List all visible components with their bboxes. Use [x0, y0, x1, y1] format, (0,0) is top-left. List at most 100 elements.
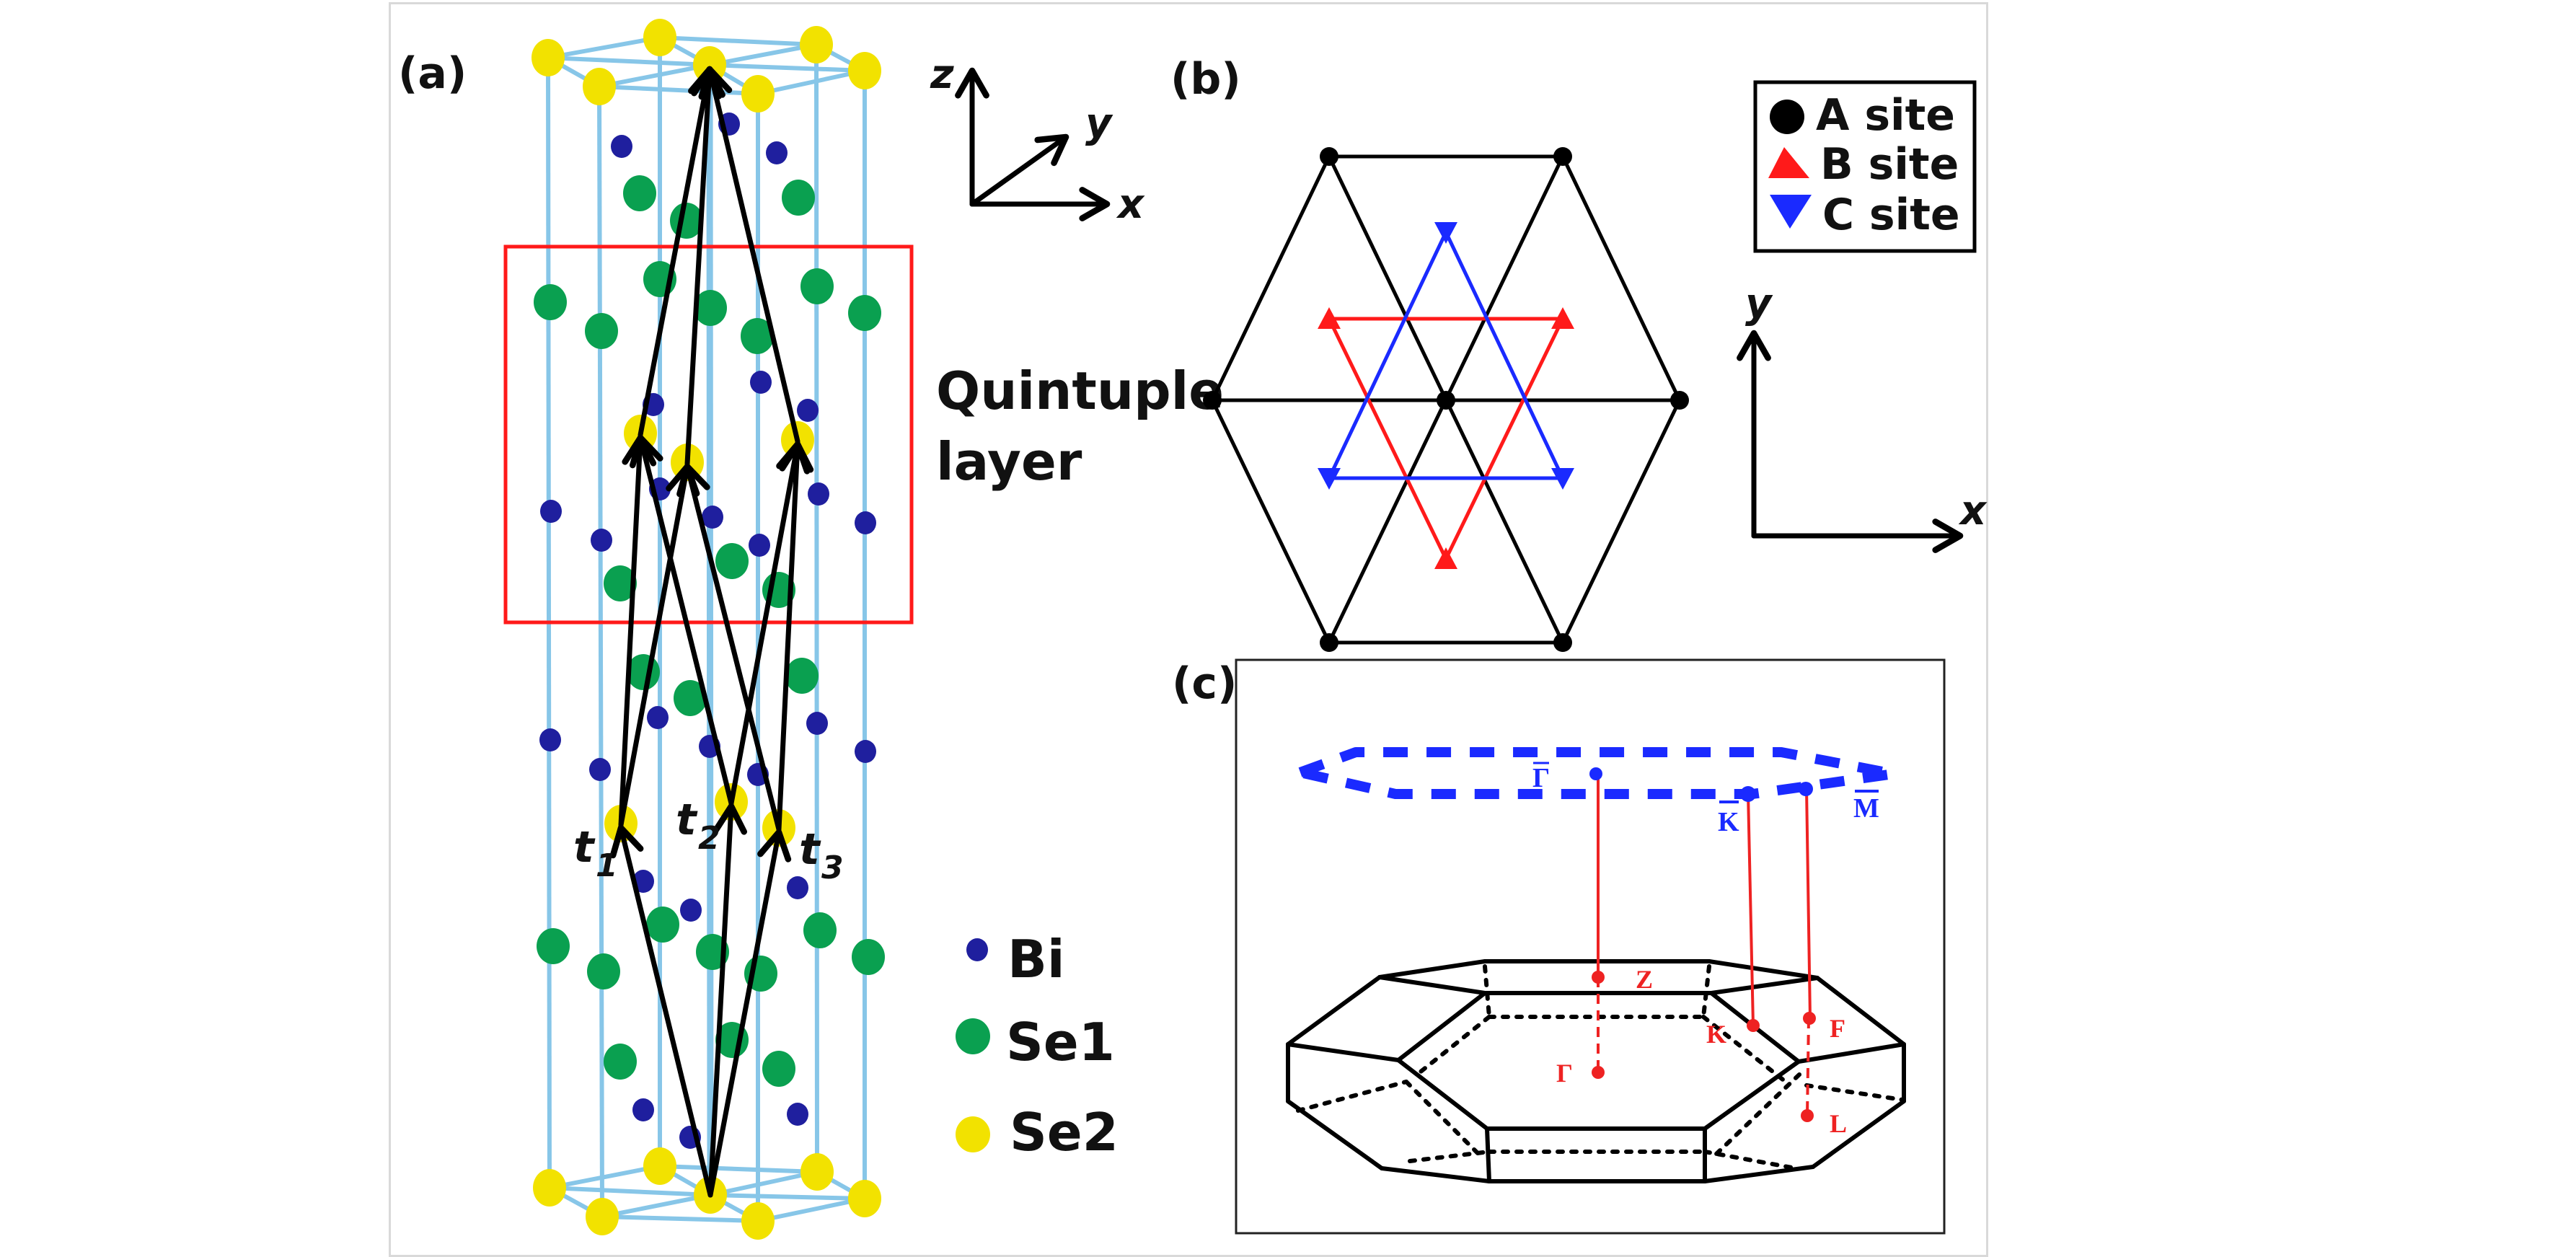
a-site [1320, 147, 1338, 166]
a-site [1203, 391, 1222, 410]
ring-bond [550, 1188, 710, 1195]
ring-bond [548, 38, 660, 58]
bz-edge [1705, 1167, 1813, 1181]
a-site-marker-icon [1770, 100, 1804, 134]
bz-hidden-edge [1716, 1075, 1799, 1154]
bz-edge [1398, 993, 1485, 1060]
bi-atom [797, 399, 819, 422]
se1-atom [762, 1051, 795, 1087]
surface-point-labels: Γ K M [1532, 763, 1879, 837]
bz-edge [1705, 1062, 1799, 1129]
f-l-dashed-line [1807, 1018, 1809, 1116]
bi-atom [855, 511, 876, 534]
bi-atom [591, 529, 612, 552]
se2-atom [800, 26, 833, 63]
se1-atom [646, 907, 679, 943]
svg-text:t: t [573, 822, 596, 873]
bi-atom [766, 141, 788, 164]
bi-marker-icon [966, 938, 988, 961]
ring-bond [548, 58, 710, 65]
bz-hidden-edge [1417, 1017, 1489, 1075]
y-axis-label: y [1085, 100, 1113, 147]
quintuple-label-line2: layer [936, 431, 1082, 492]
hopping-arrow [687, 467, 779, 829]
bi-atom [855, 740, 876, 763]
se2-atom [643, 1147, 676, 1185]
se1-atom [848, 295, 881, 331]
vertical-bond [599, 87, 602, 1217]
se1-atom [604, 1044, 637, 1080]
b-y-axis-label: y [1745, 281, 1773, 327]
bi-atom [632, 1098, 654, 1121]
panel-c-label: (c) [1172, 658, 1237, 709]
gamma-label: Γ [1556, 1059, 1573, 1088]
gamma-point [1592, 1066, 1605, 1079]
l-label: L [1830, 1109, 1847, 1138]
se1-atom [782, 180, 815, 216]
se1-marker-icon [956, 1018, 990, 1054]
ring-bond [660, 1166, 817, 1172]
svg-text:Bi: Bi [1007, 929, 1065, 989]
ring-bond [710, 1195, 865, 1199]
svg-text:1: 1 [596, 847, 618, 884]
se1-atom [852, 939, 885, 975]
panel-a: (a) t 1 t 2 t 3 z y x [398, 19, 1224, 1240]
bi-atom [702, 506, 723, 529]
k-projection-line [1748, 793, 1753, 1026]
a-site-bond [1212, 400, 1329, 643]
panel-b-label: (b) [1170, 54, 1241, 105]
svg-text:3: 3 [821, 850, 844, 886]
a-site-bond [1563, 400, 1680, 643]
z-axis-label: z [930, 51, 954, 98]
b-x-axis-label: x [1958, 488, 1988, 534]
svg-text:Se2: Se2 [1010, 1102, 1119, 1163]
se2-atom [848, 52, 881, 89]
bz-edge [1288, 977, 1380, 1044]
bz-edge [1813, 1101, 1904, 1167]
a-site-bond [1563, 156, 1680, 400]
a-site [1320, 633, 1338, 652]
bi-atom [647, 706, 669, 729]
m-bar-label: M [1853, 793, 1879, 824]
svg-text:2: 2 [698, 820, 720, 857]
a-site [1553, 633, 1572, 652]
bi-atom [750, 371, 772, 394]
se1-atom [587, 953, 620, 989]
se2-atom [583, 68, 616, 105]
se1-atom [715, 543, 749, 579]
bi-atom [611, 135, 632, 158]
a-site [1670, 391, 1689, 410]
a-site-bond [1212, 156, 1329, 400]
bi-atom [787, 1103, 808, 1126]
bi-atom [540, 500, 562, 523]
projection-lines [1598, 775, 1810, 1116]
bi-atom [808, 482, 829, 506]
bz-edge [1382, 1168, 1489, 1181]
legend-item-se1: Se1 [956, 1012, 1115, 1072]
x-axis-label: x [1116, 181, 1145, 228]
l-point [1801, 1109, 1814, 1122]
gamma-bar-point [1589, 767, 1602, 780]
hopping-label-t3: t 3 [799, 824, 844, 886]
bz-edge [1799, 1044, 1904, 1062]
ring-bond [710, 65, 865, 71]
a-site [1553, 147, 1572, 166]
bi-atom [589, 758, 611, 781]
panel-c: (c) Γ K M [1172, 658, 1944, 1233]
bz-edge [1398, 1060, 1487, 1129]
svg-text:Se1: Se1 [1006, 1012, 1115, 1072]
legend-item-bi: Bi [966, 929, 1065, 989]
se2-atom [741, 1202, 775, 1240]
bz-edge [1288, 1044, 1398, 1060]
bi-atom [749, 534, 770, 557]
ring-bond [550, 1166, 660, 1188]
ring-bond [602, 1217, 758, 1221]
se2-atom [800, 1153, 834, 1191]
se1-atom [800, 268, 834, 304]
legend-item-se2: Se2 [956, 1102, 1119, 1163]
bz-hidden-edge [1807, 1085, 1902, 1100]
k-label: K [1706, 1020, 1726, 1049]
se1-atom [585, 313, 618, 349]
f-label: F [1830, 1014, 1845, 1043]
element-legend: Bi Se1 Se2 [956, 929, 1119, 1163]
